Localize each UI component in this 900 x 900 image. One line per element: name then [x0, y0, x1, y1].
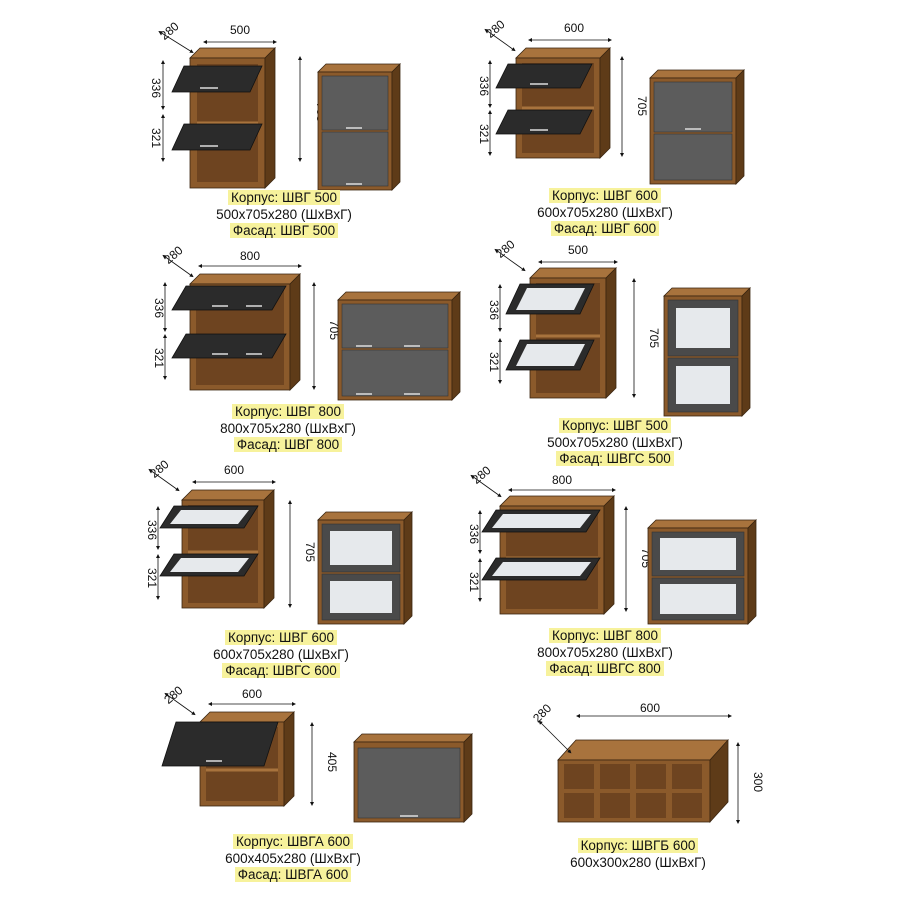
caption-size: 600х300х280 (ШхВхГ) — [570, 854, 706, 870]
dim-lower-shvgs600: 321 — [145, 568, 159, 588]
dim-lower-shvgs800: 321 — [467, 572, 481, 592]
caption-size: 600х705х280 (ШхВхГ) — [213, 646, 349, 662]
caption-size: 500х705х280 (ШхВхГ) — [547, 434, 683, 450]
dim-height-shvga600: 405 — [325, 752, 339, 772]
dim-lower-shvg800: 321 — [152, 348, 166, 368]
dim-lower-shvgs500: 321 — [487, 352, 501, 372]
unit-shvga600-closed — [353, 733, 473, 823]
dim-depth-shvgs500: 280 — [493, 237, 518, 261]
caption-korpus: Корпус: ШВГ 800 — [231, 404, 344, 419]
caption-shvgs500: Корпус: ШВГ 500 500х705х280 (ШхВхГ) Фаса… — [465, 418, 765, 468]
caption-korpus: Корпус: ШВГ 500 — [558, 418, 671, 433]
unit-shvg500-closed — [317, 63, 401, 191]
dim-width-shvgb600: 600 — [640, 701, 660, 715]
caption-shvgs600: Корпус: ШВГ 600 600х705х280 (ШхВхГ) Фаса… — [131, 630, 431, 680]
unit-shvgs600-closed — [317, 511, 413, 625]
unit-shvg500-open — [171, 47, 276, 189]
unit-shvg600-closed — [649, 69, 745, 185]
caption-fasad: Фасад: ШВГ 800 — [233, 437, 343, 453]
dim-upper-shvgs600: 336 — [145, 520, 159, 540]
dim-upper-shvg500: 336 — [149, 78, 163, 98]
dim-upper-shvgs800: 336 — [467, 524, 481, 544]
dim-depth-shvg600: 280 — [483, 17, 508, 41]
caption-korpus: Корпус: ШВГА 600 — [232, 834, 354, 849]
dim-width-shvgs500: 500 — [568, 243, 588, 257]
caption-korpus: Корпус: ШВГ 600 — [224, 630, 337, 645]
unit-shvgs500-closed — [663, 287, 751, 417]
dim-height-shvgb600: 300 — [751, 772, 765, 792]
unit-shvgs800-closed — [647, 519, 757, 625]
dim-width-shvg600: 600 — [564, 21, 584, 35]
unit-shvgb600-shelf — [557, 738, 729, 824]
dim-lower-shvg500: 321 — [149, 128, 163, 148]
unit-shvga600-open — [161, 711, 295, 807]
caption-fasad: Фасад: ШВГС 800 — [546, 661, 664, 677]
caption-shvg800: Корпус: ШВГ 800 800х705х280 (ШхВхГ) Фаса… — [138, 404, 438, 454]
unit-shvgs600-open — [159, 489, 275, 609]
caption-shvg600: Корпус: ШВГ 600 600х705х280 (ШхВхГ) Фаса… — [455, 188, 755, 238]
unit-shvg600-open — [495, 47, 611, 159]
dim-upper-shvg800: 336 — [152, 298, 166, 318]
dim-height-shvgs600: 705 — [303, 542, 317, 562]
caption-fasad: Фасад: ШВГ 600 — [550, 221, 660, 237]
dim-width-shvg500: 500 — [230, 23, 250, 37]
dim-depth-shvg500: 280 — [157, 19, 182, 43]
caption-shvg500: Корпус: ШВГ 500 500х705х280 (ШхВхГ) Фаса… — [134, 190, 434, 240]
dim-upper-shvg600: 336 — [477, 76, 491, 96]
caption-korpus: Корпус: ШВГ 800 — [548, 628, 661, 643]
dim-depth-shvga600: 280 — [161, 683, 186, 707]
unit-shvg800-open — [171, 273, 301, 391]
unit-shvg800-closed — [337, 291, 461, 401]
caption-korpus: Корпус: ШВГ 600 — [548, 188, 661, 203]
dim-lower-shvg600: 321 — [477, 124, 491, 144]
caption-size: 600х705х280 (ШхВхГ) — [537, 204, 673, 220]
caption-size: 500х705х280 (ШхВхГ) — [216, 206, 352, 222]
caption-shvgb600: Корпус: ШВГБ 600 600х300х280 (ШхВхГ) — [488, 838, 788, 871]
caption-shvga600: Корпус: ШВГА 600 600х405х280 (ШхВхГ) Фас… — [143, 834, 443, 884]
caption-fasad: Фасад: ШВГС 500 — [556, 451, 674, 467]
dim-width-shvgs800: 800 — [552, 473, 572, 487]
unit-shvgs800-open — [481, 495, 615, 615]
caption-size: 800х705х280 (ШхВхГ) — [537, 644, 673, 660]
caption-korpus: Корпус: ШВГБ 600 — [577, 838, 699, 853]
dim-width-shvga600: 600 — [242, 687, 262, 701]
dim-depth-shvg800: 280 — [161, 243, 186, 267]
unit-shvgs500-open — [505, 267, 617, 399]
unit-shvg800-dimensions: 800 280 705 336 321 — [152, 243, 341, 390]
caption-korpus: Корпус: ШВГ 500 — [227, 190, 340, 205]
caption-shvgs800: Корпус: ШВГ 800 800х705х280 (ШхВхГ) Фаса… — [455, 628, 755, 678]
dim-depth-shvgb600: 280 — [530, 701, 554, 725]
dim-height-shvgs500: 705 — [647, 328, 661, 348]
caption-fasad: Фасад: ШВГ 500 — [229, 223, 339, 239]
dim-width-shvg800: 800 — [240, 249, 260, 263]
dim-height-shvg600: 705 — [635, 96, 649, 116]
dim-upper-shvgs500: 336 — [487, 300, 501, 320]
dim-depth-shvgs600: 280 — [147, 457, 172, 481]
dim-width-shvgs600: 600 — [224, 463, 244, 477]
caption-size: 800х705х280 (ШхВхГ) — [220, 420, 356, 436]
caption-fasad: Фасад: ШВГС 600 — [222, 663, 340, 679]
caption-fasad: Фасад: ШВГА 600 — [234, 867, 352, 883]
dim-height-shvg800: 705 — [327, 320, 341, 340]
caption-size: 600х405х280 (ШхВхГ) — [225, 850, 361, 866]
